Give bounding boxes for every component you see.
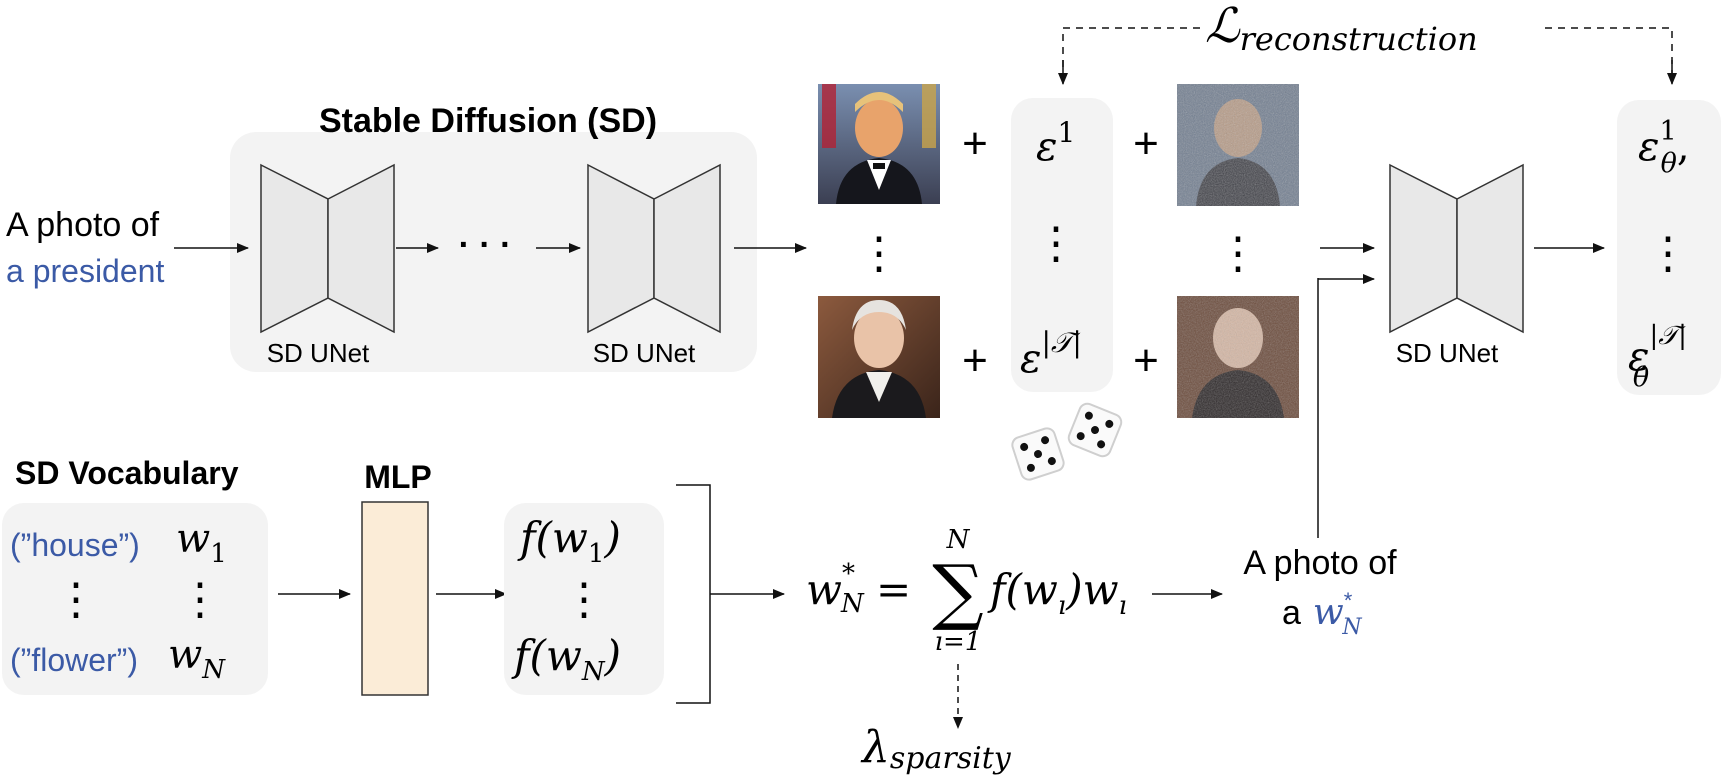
sparsity-loss: λsparsity <box>860 722 1012 776</box>
image-top-clean <box>818 84 940 204</box>
images-vdots: ⋮ <box>857 228 901 279</box>
svg-text:f(wı)wı: f(wı)wı <box>987 565 1127 621</box>
epsilon-top: ε1 <box>1036 116 1075 170</box>
image-bottom-clean <box>818 296 940 418</box>
vocab-w-bottom: wN <box>168 632 226 685</box>
mlp-box <box>361 501 429 696</box>
sd-title: Stable Diffusion (SD) <box>319 102 657 140</box>
prompt-line-1: A photo of <box>6 206 160 244</box>
vocab-vdots-left: ⋮ <box>54 574 98 625</box>
sd-unet-2 <box>587 163 721 334</box>
vocab-title: SD Vocabulary <box>15 455 239 491</box>
svg-text:w*N: w*N <box>806 559 865 619</box>
image-top-noisy <box>1177 84 1299 206</box>
epsilon-bottom: ε|𝒯| <box>1020 326 1082 382</box>
output-eps-bottom: ε|𝒯|θ <box>1628 321 1687 393</box>
plus-top-2: + <box>1133 119 1159 168</box>
reconstruction-loss: ℒreconstruction <box>1205 0 1478 58</box>
svg-text:∑: ∑ <box>932 549 983 633</box>
mlp-title: MLP <box>364 459 432 495</box>
new-prompt-line-1: A photo of <box>1243 544 1397 582</box>
weight-top: f(w1) <box>517 513 621 569</box>
output-panel <box>1617 100 1721 395</box>
weights-vdots: ⋮ <box>562 574 606 625</box>
plus-bottom-2: + <box>1133 336 1159 385</box>
svg-text:=: = <box>876 565 911 614</box>
weight-bottom: f(wN) <box>511 631 621 687</box>
vocab-word-bottom: (”flower”) <box>10 642 138 678</box>
prompt-line-2: a president <box>6 253 164 289</box>
right-unet-label: SD UNet <box>1396 338 1499 368</box>
plus-bottom-1: + <box>962 336 988 385</box>
plus-top-1: + <box>962 119 988 168</box>
sd-unet-1-label: SD UNet <box>267 338 370 368</box>
svg-text:ı=1: ı=1 <box>935 627 982 657</box>
noisy-vdots: ⋮ <box>1216 228 1260 279</box>
weights-bracket <box>676 484 711 704</box>
output-vdots: ⋮ <box>1646 228 1690 279</box>
weights-panel <box>504 503 664 695</box>
weighted-sum-equation: w*N = ∑ N ı=1 f(wı)wı <box>806 525 1127 657</box>
sd-ellipsis: · · · <box>459 226 512 264</box>
dice-icon <box>1011 402 1123 481</box>
vocab-vdots-right: ⋮ <box>178 574 222 625</box>
epsilon-vdots: ⋮ <box>1034 218 1078 269</box>
right-unet <box>1389 163 1524 334</box>
vocab-w-top: w1 <box>176 516 227 569</box>
vocab-word-top: (”house”) <box>10 527 140 563</box>
svg-text:N: N <box>946 525 971 555</box>
sd-unet-1 <box>260 163 395 334</box>
epsilon-panel <box>1011 98 1113 392</box>
image-bottom-noisy <box>1177 296 1299 418</box>
sd-unet-2-label: SD UNet <box>593 338 696 368</box>
vocab-panel <box>2 503 268 695</box>
